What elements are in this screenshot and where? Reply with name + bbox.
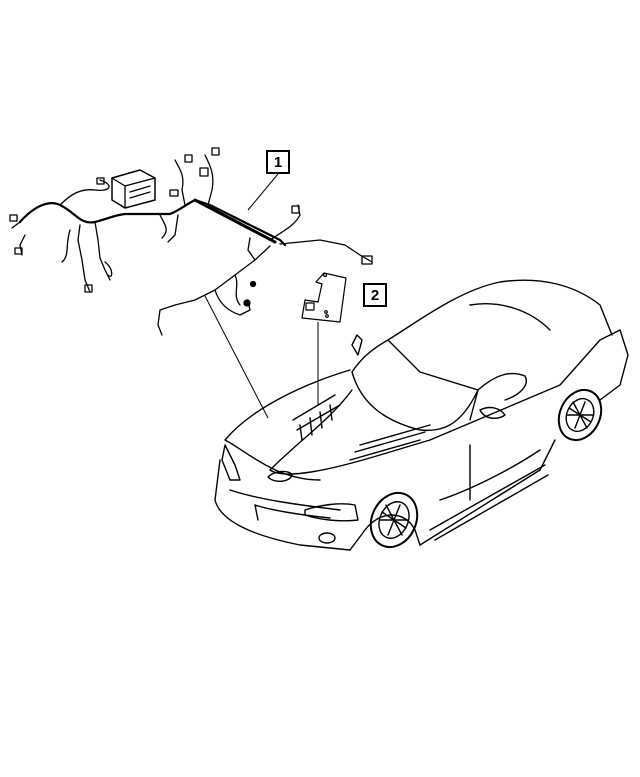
- callout-1[interactable]: 1: [266, 150, 290, 174]
- leader-lines: [204, 173, 319, 419]
- callout-2[interactable]: 2: [363, 283, 387, 307]
- wiring-harness: [9, 147, 373, 336]
- mounting-bracket: [301, 272, 347, 323]
- sports-car: [214, 279, 629, 551]
- leader-line-1-top: [247, 173, 279, 211]
- leader-line-1-bottom: [204, 295, 269, 419]
